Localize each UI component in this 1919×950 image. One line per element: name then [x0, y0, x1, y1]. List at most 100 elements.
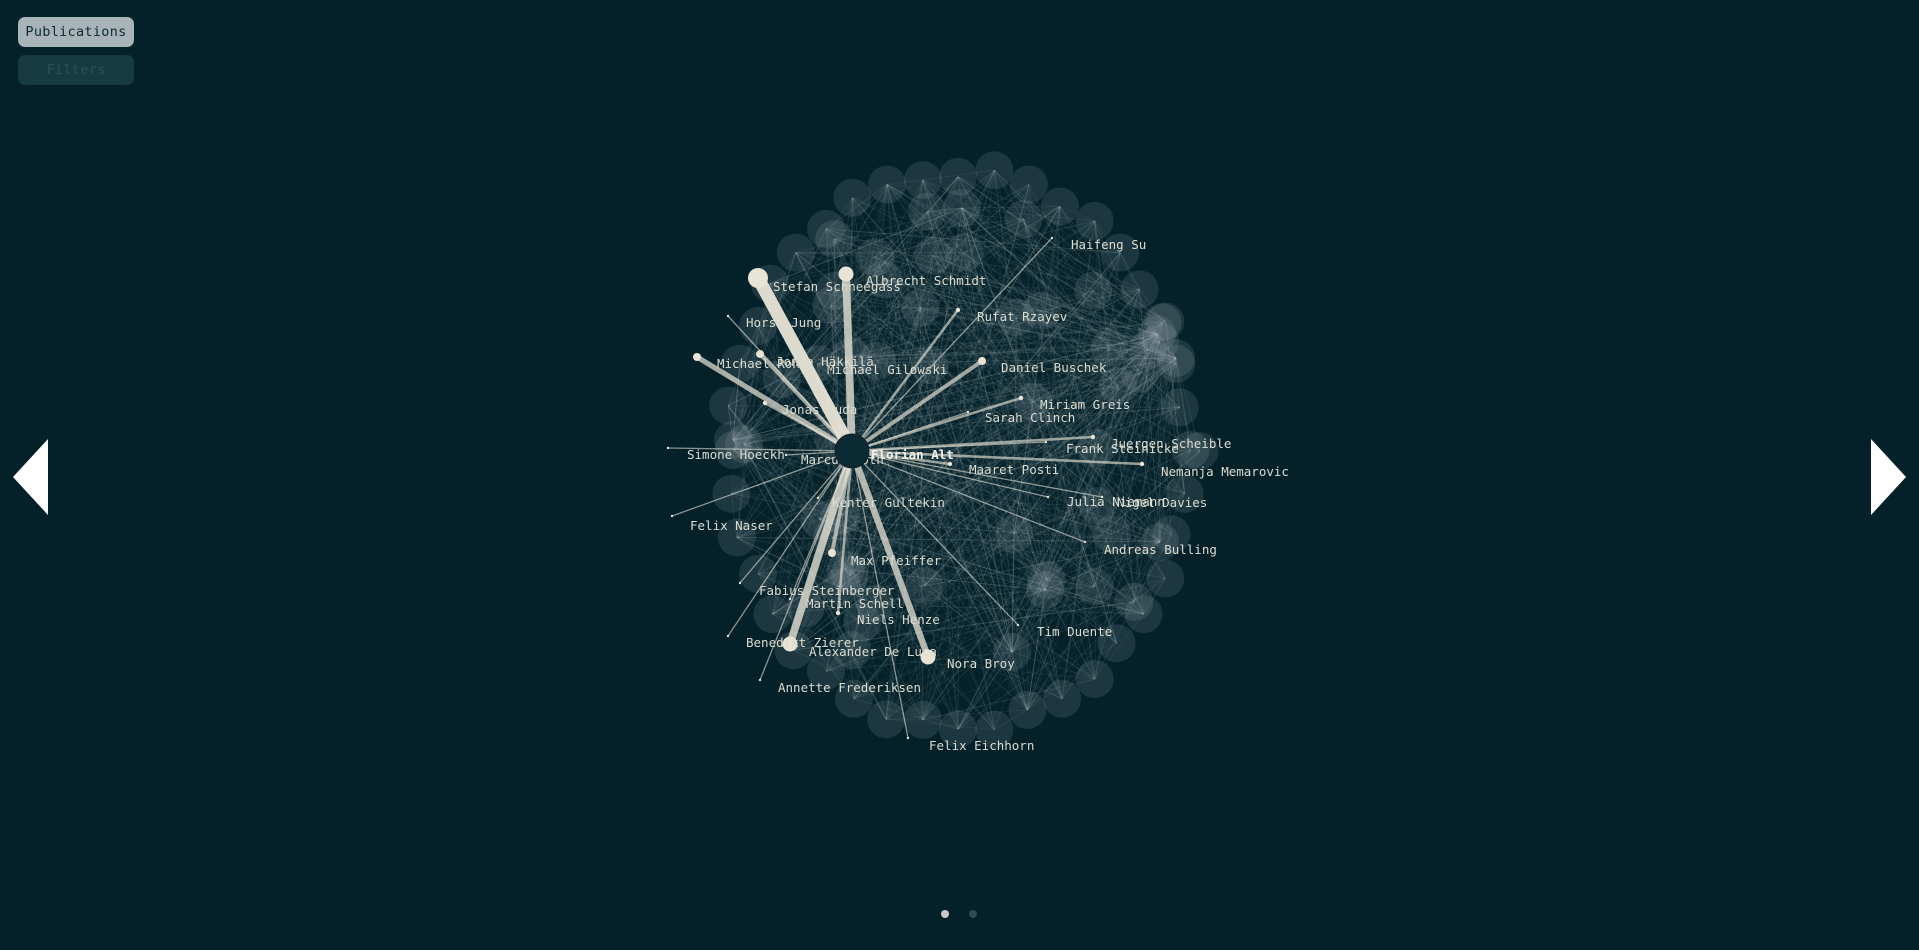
node-juergen-scheible[interactable]	[1090, 434, 1096, 440]
node-rufat-rzayev[interactable]	[955, 307, 961, 313]
mesh-edge	[772, 401, 1034, 615]
node-fabius-steinberger[interactable]	[738, 581, 742, 585]
node-maaret-posti[interactable]	[947, 461, 953, 467]
triangle-left-icon[interactable]	[13, 439, 49, 515]
mesh-edge	[757, 325, 1158, 335]
mesh-edge	[825, 228, 921, 309]
mesh-edge	[922, 252, 1121, 721]
node-sarah-clinch[interactable]	[966, 410, 970, 414]
mesh-edge	[883, 279, 1177, 359]
mesh-edge	[1015, 317, 1034, 402]
node-daniel-buschek[interactable]	[978, 357, 986, 365]
node-stefan-schneegass[interactable]	[748, 268, 768, 288]
mesh-edge	[1094, 585, 1144, 615]
page-dot-2[interactable]	[969, 910, 977, 918]
mesh-edge	[851, 307, 921, 651]
mesh-edge	[920, 307, 1158, 335]
node-max-pfeiffer[interactable]	[828, 549, 836, 557]
mesh-edge	[1139, 289, 1163, 323]
mesh-edge	[832, 317, 1017, 440]
node-halos	[709, 151, 1219, 749]
node-julia-niemann[interactable]	[1046, 495, 1050, 499]
mesh-edge	[818, 255, 934, 520]
mesh-edge	[924, 184, 1030, 587]
mesh-edge	[853, 176, 959, 699]
mesh-edge	[727, 405, 734, 441]
node-felix-eichhorn[interactable]	[906, 736, 910, 740]
node-niels-henze[interactable]	[835, 610, 841, 616]
node-annette-frederiksen[interactable]	[758, 678, 762, 682]
node-miriam-greis[interactable]	[1018, 395, 1024, 401]
mesh-edge	[1061, 252, 1121, 699]
mesh-edge	[1026, 642, 1118, 711]
mesh-edge	[793, 505, 1099, 651]
mesh-edge	[994, 289, 1140, 730]
mesh-edge	[1044, 341, 1161, 591]
mesh-edge	[841, 514, 887, 720]
triangle-right-icon[interactable]	[1870, 439, 1906, 515]
node-halo	[1120, 270, 1159, 309]
mesh-edge	[957, 363, 1177, 730]
node-horst-jung[interactable]	[726, 314, 730, 318]
node-nemanja-memarovic[interactable]	[1139, 461, 1145, 467]
mesh-edge	[932, 255, 1177, 359]
mesh-edge	[733, 333, 1158, 451]
filters-button[interactable]: Filters	[18, 55, 134, 85]
node-jonna-hakkila[interactable]	[756, 350, 764, 358]
mesh-edge	[963, 252, 1013, 653]
mesh-edge	[743, 290, 835, 445]
mesh-edge	[1032, 401, 1161, 543]
mesh-edge	[851, 649, 887, 720]
mesh-edge	[932, 255, 1034, 403]
mesh-edge	[732, 439, 842, 587]
mesh-edge	[834, 238, 1121, 254]
mesh-edge	[817, 357, 1177, 365]
mesh-edge	[732, 373, 1140, 441]
node-simone-hoeckh[interactable]	[666, 446, 670, 450]
node-felix-naser[interactable]	[670, 514, 674, 518]
mesh-edge	[834, 218, 1024, 240]
mesh-edge	[825, 228, 876, 258]
node-kenter-gultekin[interactable]	[816, 496, 820, 500]
page-dot-1[interactable]	[941, 910, 949, 918]
node-michael-rohs[interactable]	[693, 353, 701, 361]
node-frank-steinicke[interactable]	[1044, 440, 1048, 444]
node-albrecht-schmidt[interactable]	[838, 266, 854, 282]
mesh-edge	[851, 279, 885, 651]
mesh-edge	[887, 184, 1060, 207]
node-martin-schell[interactable]	[788, 597, 792, 601]
mesh-edge	[963, 252, 1013, 653]
mesh-edge	[817, 347, 1110, 365]
mesh-edge	[732, 439, 1161, 543]
mesh-edge	[963, 252, 1119, 387]
mesh-edge	[932, 255, 1135, 603]
mesh-edge	[793, 601, 1135, 651]
mesh-edge	[922, 179, 1099, 507]
mesh-edge	[929, 364, 1140, 375]
node-nigel-davies[interactable]	[1100, 495, 1104, 499]
node-jonas-auda[interactable]	[762, 400, 768, 406]
label-martin-schell: Martin Schell	[806, 596, 904, 611]
node-marcus-foth[interactable]	[784, 453, 788, 457]
node-tim-duente[interactable]	[1016, 623, 1020, 627]
mesh-edge	[1139, 289, 1161, 543]
node-haifeng-su[interactable]	[1050, 236, 1054, 240]
mesh-edge	[849, 290, 1094, 576]
node-halo	[1014, 382, 1052, 421]
node-nora-broy[interactable]	[920, 649, 936, 665]
mesh-edge	[840, 220, 1096, 516]
mesh-edge	[772, 505, 1098, 615]
node-benedikt-zierer[interactable]	[726, 634, 730, 638]
node-andreas-bulling[interactable]	[1083, 540, 1087, 544]
mesh-edge	[1041, 289, 1140, 312]
center-node[interactable]	[834, 433, 870, 469]
node-alexander-de-luca[interactable]	[782, 636, 798, 652]
node-michael-gilowski[interactable]	[808, 360, 812, 364]
mesh-edge	[1011, 533, 1112, 653]
label-daniel-buschek: Daniel Buschek	[1001, 360, 1107, 375]
mesh-edge	[833, 238, 1161, 543]
mesh-edge	[757, 288, 1140, 327]
mesh-edge	[957, 176, 1098, 448]
publications-button[interactable]: Publications	[18, 17, 134, 47]
node-halo	[1146, 559, 1185, 598]
